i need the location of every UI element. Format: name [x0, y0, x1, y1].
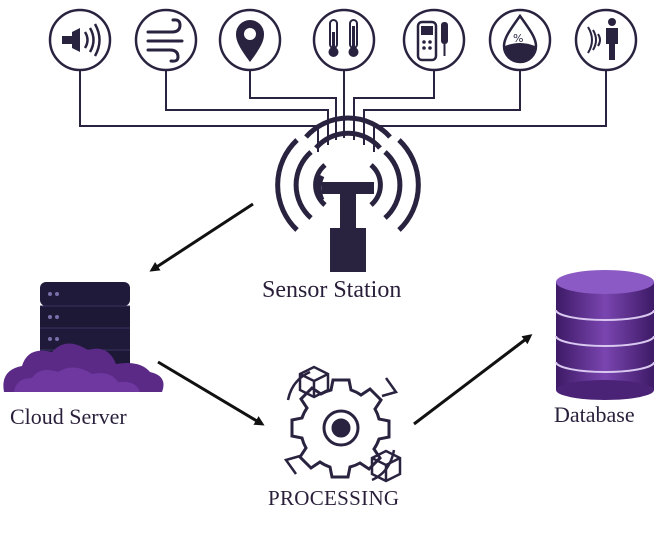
- arrow-cloud-to-processing: [157, 360, 265, 426]
- sensor-connectors: [79, 70, 607, 152]
- arrow-station-to-cloud: [149, 202, 254, 272]
- processing-gear-icon: [283, 370, 399, 482]
- flow-arrows: [149, 202, 533, 426]
- cloud-server-label: Cloud Server: [10, 404, 127, 429]
- data-cube-icon: [370, 449, 402, 483]
- sensor-station-label: Sensor Station: [262, 277, 402, 303]
- presence-person-icon: [574, 8, 638, 72]
- sensor-station-icon: [275, 115, 421, 272]
- database-icon: [555, 270, 655, 400]
- sound-sensor-icon: [48, 8, 112, 72]
- humidity-drop-icon: %: [488, 8, 552, 72]
- wind-sensor-icon: [134, 8, 198, 72]
- svg-text:%: %: [513, 32, 523, 45]
- cloud-server-icon: [3, 282, 164, 392]
- location-pin-icon: [218, 8, 282, 72]
- data-cube-icon: [298, 365, 330, 399]
- thermometer-icon: [312, 8, 376, 72]
- processing-label: PROCESSING: [268, 486, 400, 510]
- handheld-meter-icon: [402, 8, 466, 72]
- arrow-processing-to-database: [413, 334, 533, 426]
- database-label: Database: [554, 402, 635, 427]
